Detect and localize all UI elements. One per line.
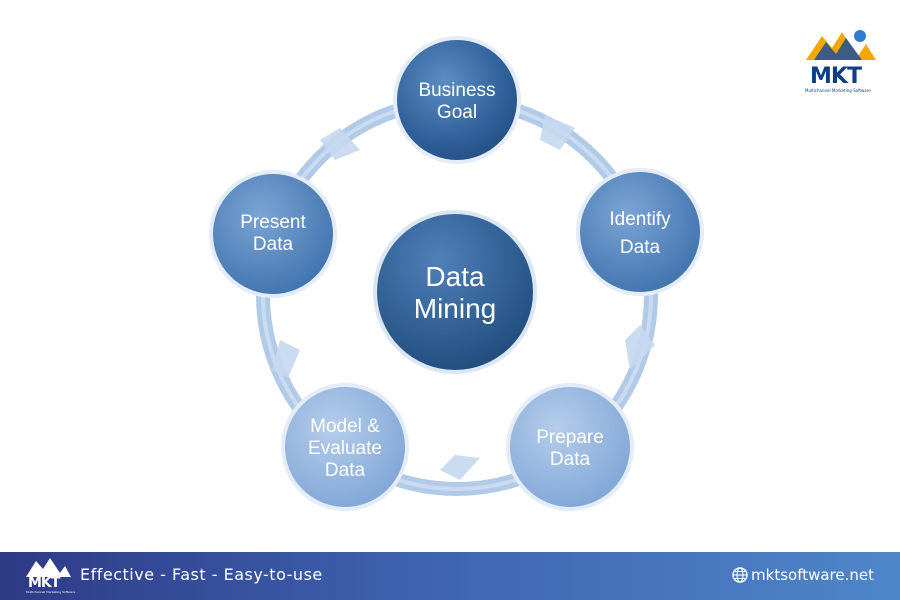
node-present-data: Present Data — [209, 170, 337, 298]
node-label: Present — [240, 212, 306, 233]
cycle-arrows — [272, 115, 655, 480]
logo-subtext: Multichannel Marketing Software — [805, 88, 871, 93]
node-prepare-data: Prepare Data — [506, 383, 634, 511]
center-label-line-1: Data — [425, 261, 485, 292]
center-node: Data Mining — [373, 210, 537, 374]
footer-website-link[interactable]: mktsoftware.net — [732, 566, 874, 584]
node-label: Data — [620, 237, 661, 258]
arrow-chevron — [625, 325, 655, 370]
logo-mountains-icon — [806, 30, 876, 60]
globe-icon — [732, 567, 748, 583]
footer-logo: MKT Multichannel Marketing Software — [24, 555, 76, 597]
footer-logo-mountains-icon — [26, 558, 71, 577]
footer-logo-subtext: Multichannel Marketing Software — [26, 590, 76, 594]
node-label: Evaluate — [308, 438, 382, 459]
node-model-evaluate-data: Model & Evaluate Data — [281, 383, 409, 511]
mkt-logo: MKT Multichannel Marketing Software — [802, 26, 878, 96]
arrow-chevron — [320, 128, 360, 160]
arrow-chevron — [272, 340, 300, 378]
node-label: Data — [325, 460, 366, 481]
node-identify-data: Identify Data — [576, 168, 704, 296]
center-label-line-2: Mining — [414, 293, 496, 324]
node-label: Data — [550, 449, 591, 470]
footer-bar: MKT Multichannel Marketing Software Effe… — [0, 552, 900, 600]
node-label: Model & — [310, 416, 380, 437]
node-label: Identify — [609, 209, 671, 230]
node-business-goal: Business Goal — [393, 36, 521, 164]
node-label: Goal — [437, 102, 477, 123]
logo-text: MKT — [810, 64, 862, 89]
arrow-chevron — [440, 455, 480, 480]
node-label: Prepare — [536, 427, 604, 448]
arrow-chevron — [540, 115, 575, 150]
node-label: Data — [253, 234, 294, 255]
data-mining-cycle-diagram: Data Mining Business Goal Identify Data … — [209, 36, 704, 511]
footer-logo-text: MKT — [28, 575, 60, 591]
website-text: mktsoftware.net — [751, 566, 874, 584]
node-label: Business — [418, 80, 495, 101]
footer-tagline: Effective - Fast - Easy-to-use — [80, 565, 323, 584]
